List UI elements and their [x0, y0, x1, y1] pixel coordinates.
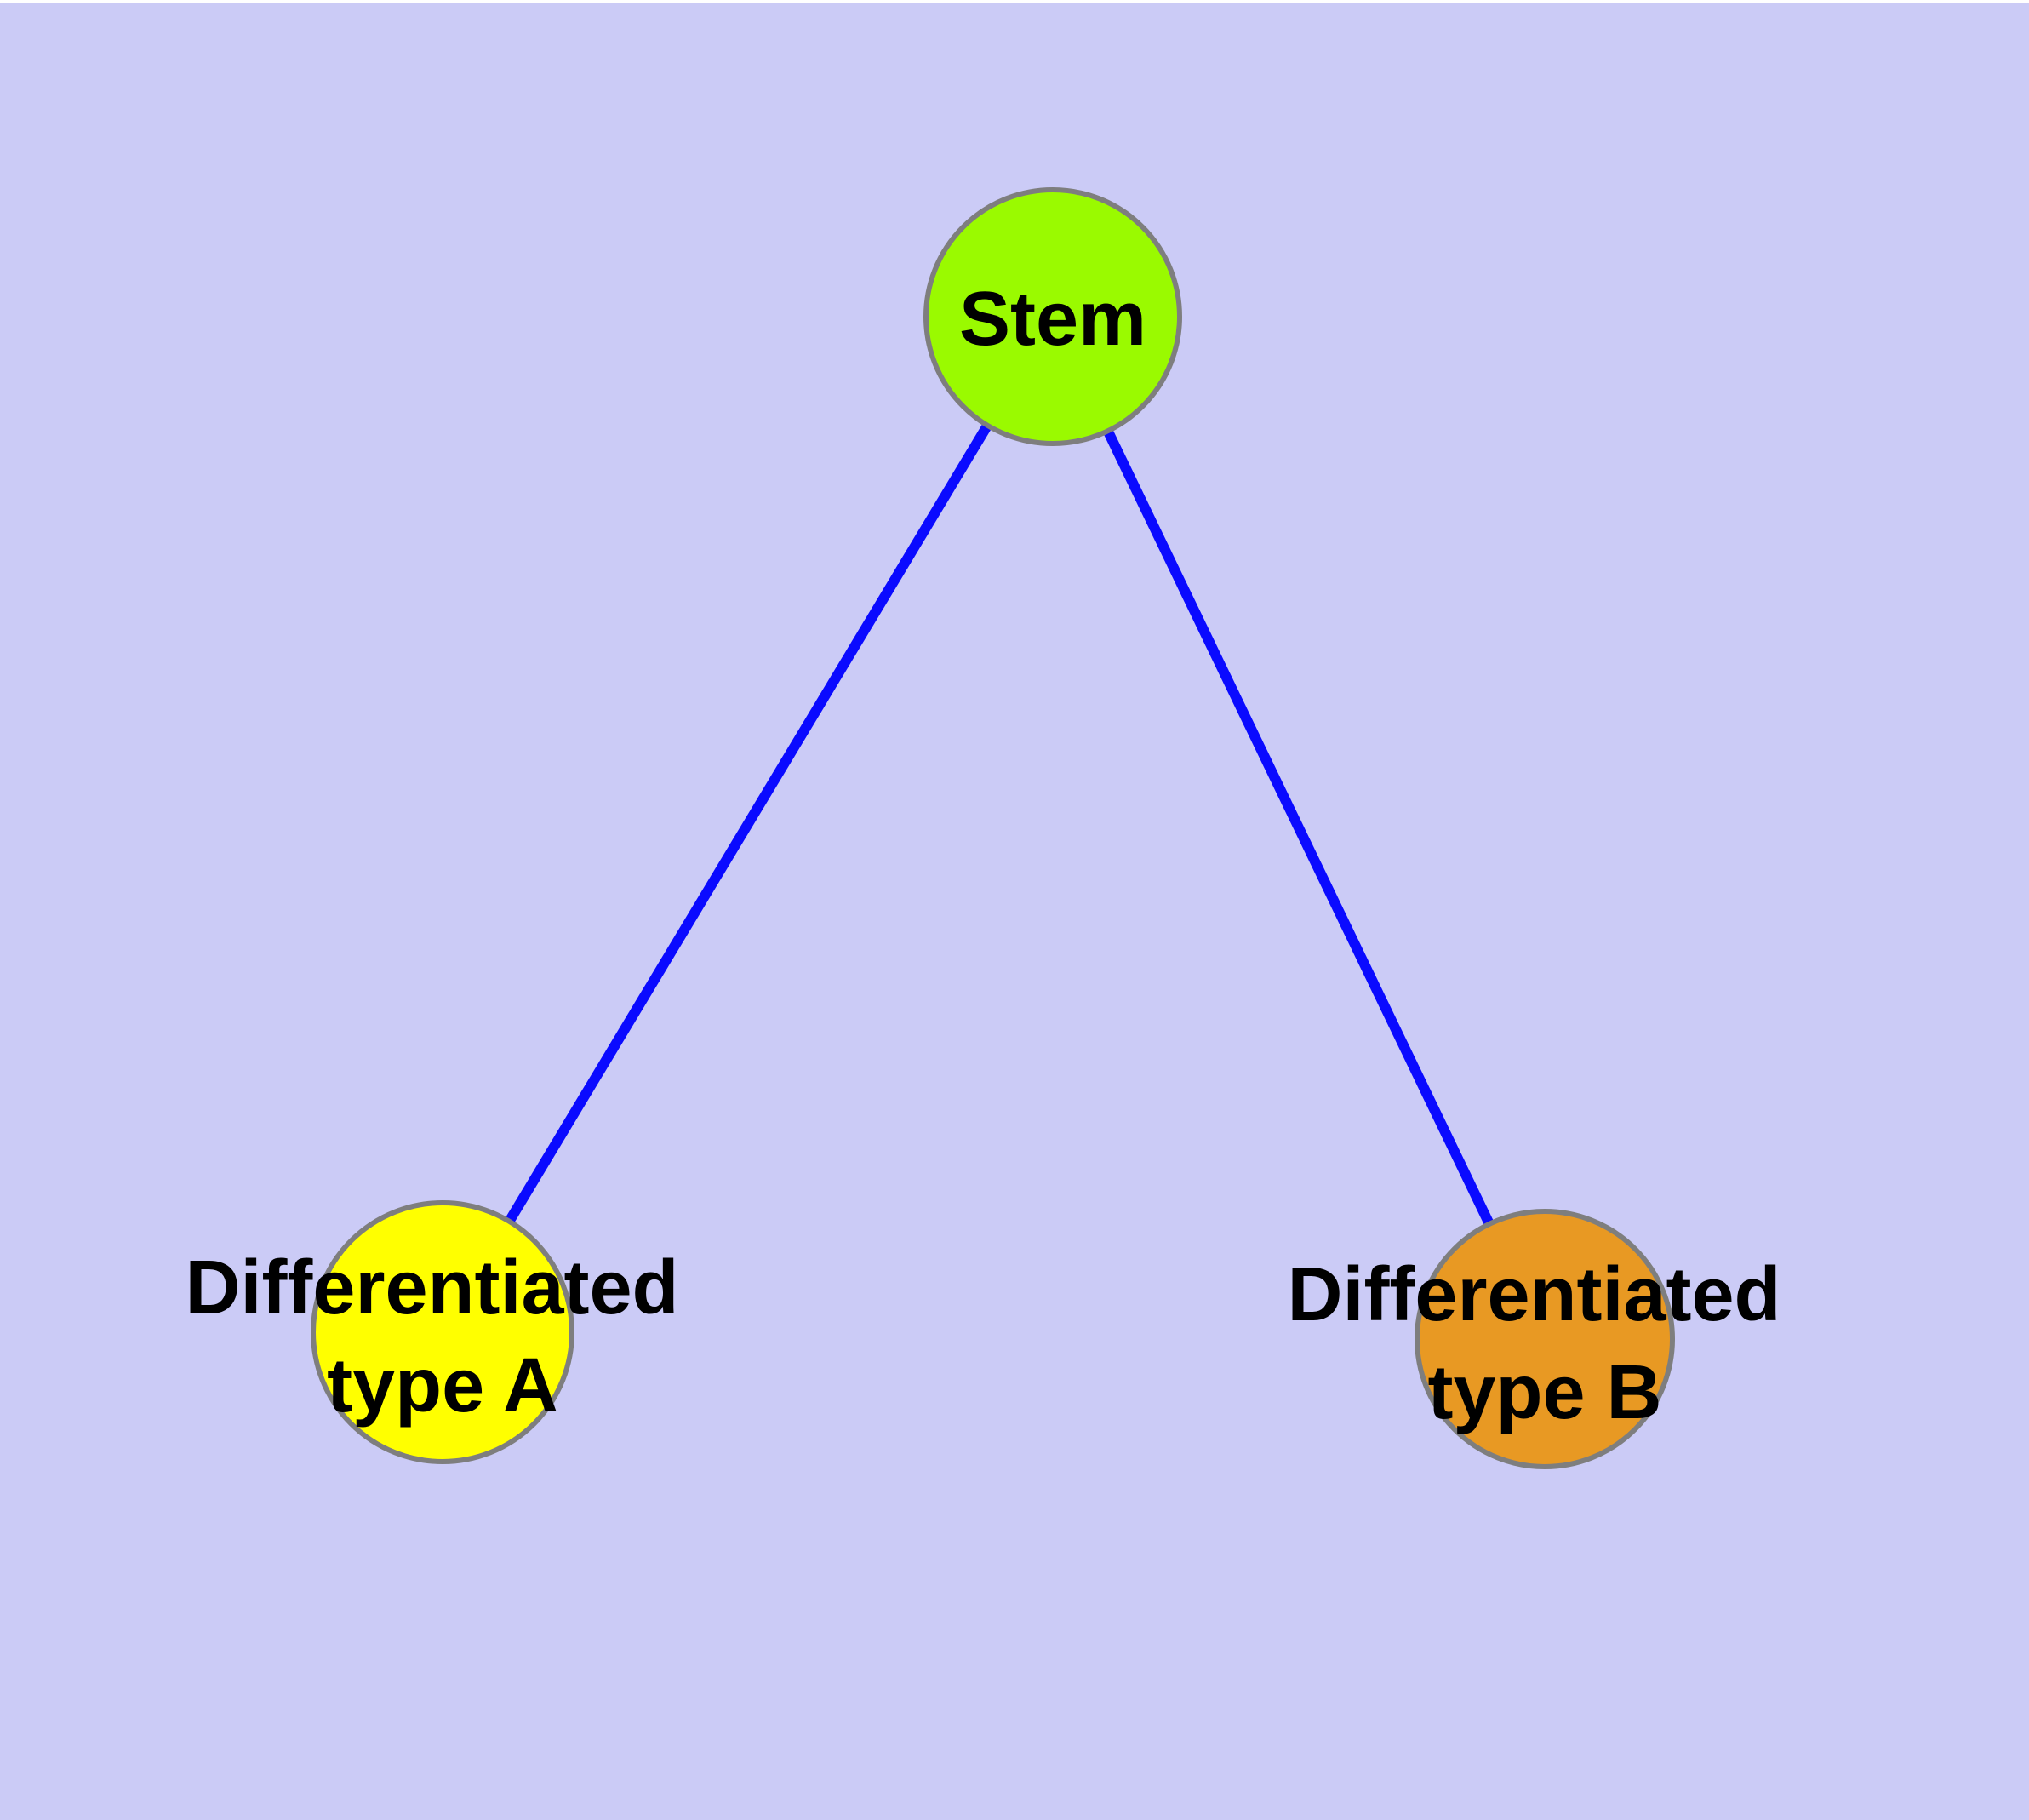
edge-stem-to-type-b: [1048, 314, 1550, 1342]
node-type-b-label-line2: type B: [1427, 1350, 1661, 1435]
edge-stem-to-type-a: [437, 313, 1058, 1336]
node-stem-label: Stem: [959, 277, 1146, 362]
node-type-b-label-line1: Differentiated: [1287, 1252, 1780, 1337]
node-type-a-label: Differentiated type A: [185, 1245, 700, 1428]
node-type-a-circle: [311, 1200, 574, 1464]
node-type-b-circle: [1415, 1209, 1675, 1469]
node-stem-circle: [923, 187, 1182, 446]
node-type-a-label-line1: Differentiated: [185, 1245, 678, 1331]
node-type-b-label: Differentiated type B: [1287, 1252, 1802, 1435]
node-type-a-label-line2: type A: [327, 1343, 558, 1428]
